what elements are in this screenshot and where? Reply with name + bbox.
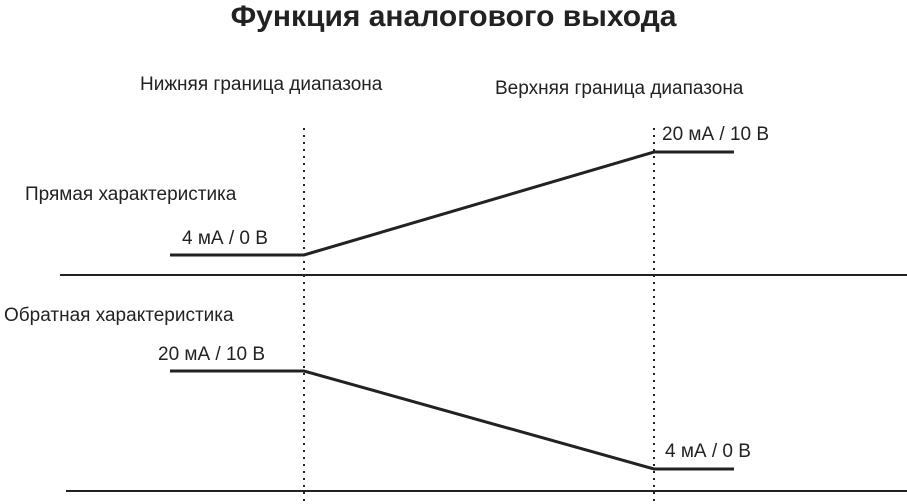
inverse-low-value-label: 4 мА / 0 В xyxy=(665,441,751,462)
direct-low-value-label: 4 мА / 0 В xyxy=(182,228,268,249)
inverse-characteristic-label: Обратная характеристика xyxy=(4,305,234,326)
inverse-high-value-label: 20 мА / 10 В xyxy=(158,344,266,365)
upper-bound-label: Верхняя граница диапазона xyxy=(495,78,744,99)
inverse-characteristic-curve xyxy=(170,369,734,471)
diagram-title: Функция аналогового выхода xyxy=(230,0,677,33)
direct-characteristic-label: Прямая характеристика xyxy=(25,184,237,205)
lower-bound-label: Нижняя граница диапазона xyxy=(140,74,383,95)
direct-characteristic-curve xyxy=(170,150,734,257)
direct-high-value-label: 20 мА / 10 В xyxy=(662,124,770,145)
